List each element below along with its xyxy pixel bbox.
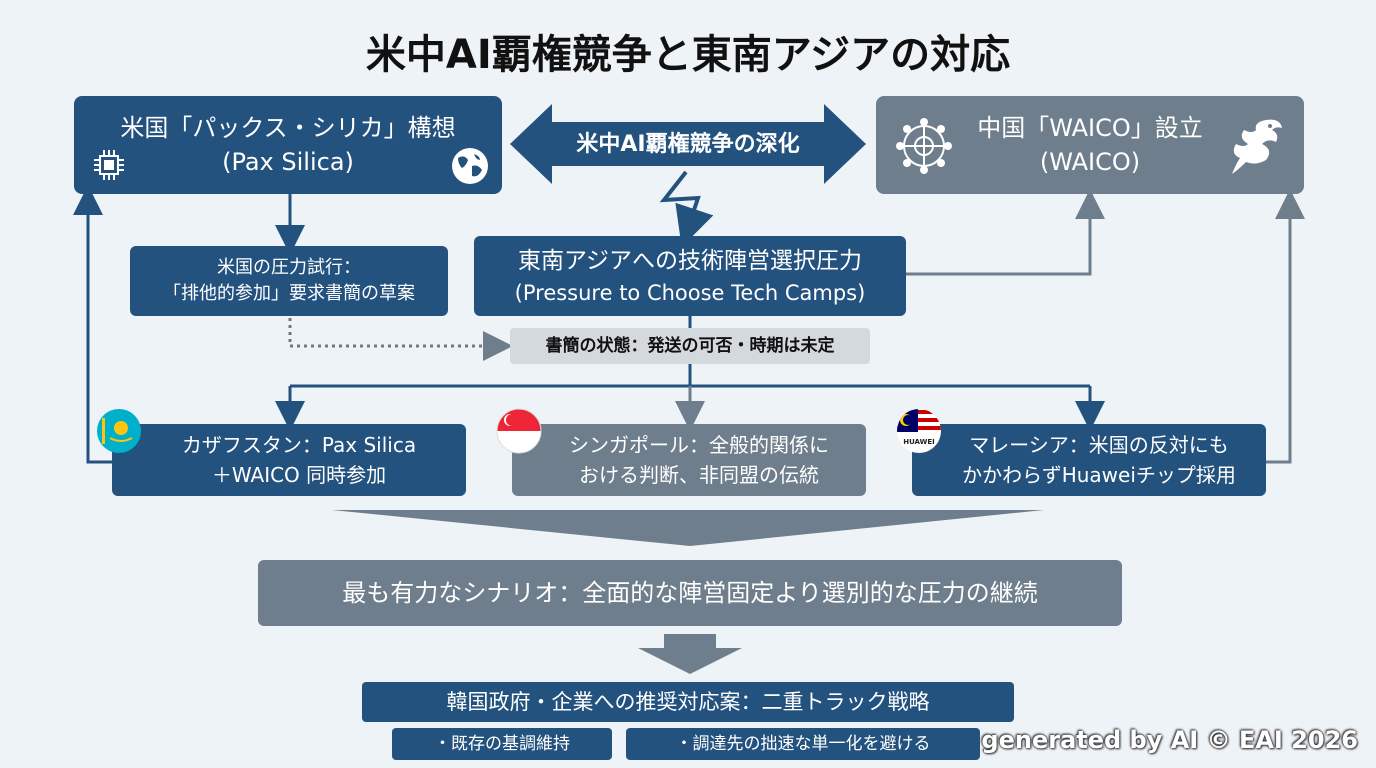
- korea-recommendation-box: 韓国政府・企業への推奨対応案：二重トラック戦略: [362, 682, 1014, 722]
- down-arrow: [638, 634, 742, 674]
- singapore-flag-icon: [496, 408, 542, 458]
- network-icon: [894, 116, 954, 180]
- letter-status-box: 書簡の状態：発送の可否・時期は未定: [510, 328, 870, 364]
- us-box-line1: 米国「パックス・シリカ」構想: [120, 114, 456, 142]
- letter-status-text: 書簡の状態：発送の可否・時期は未定: [545, 336, 835, 356]
- pressure-to-china-arrow: [906, 189, 1105, 276]
- singapore-line1: シンガポール：全般的関係に: [569, 433, 829, 457]
- page-title: 米中AI覇権競争と東南アジアの対応: [365, 32, 1011, 78]
- kazakhstan-flag-icon: [96, 408, 142, 458]
- kazakhstan-line1: カザフスタン：Pax Silica: [181, 433, 417, 457]
- dragon-icon: [1226, 114, 1288, 184]
- tech-camp-pressure-box: 東南アジアへの技術陣営選択圧力 (Pressure to Choose Tech…: [474, 236, 906, 316]
- us-pax-silica-box: 米国「パックス・シリカ」構想 (Pax Silica): [74, 96, 502, 194]
- lightning-arrow: [659, 170, 714, 247]
- singapore-line2: おける判断、非同盟の伝統: [579, 463, 819, 487]
- korea-item-diversify: ・調達先の拙速な単一化を避ける: [626, 728, 980, 760]
- china-box-line1: 中国「WAICO」設立: [977, 114, 1203, 142]
- malaysia-line1: マレーシア：米国の反対にも: [969, 433, 1229, 457]
- malaysia-to-china-arrow: [1266, 189, 1305, 464]
- malaysia-line2: かかわらずHuaweiチップ採用: [962, 463, 1236, 487]
- malaysia-box: マレーシア：米国の反対にも かかわらずHuaweiチップ採用: [912, 424, 1266, 496]
- huawei-badge: HUAWEI: [903, 438, 935, 446]
- watermark: generated by AI © EAI 2026: [981, 726, 1358, 754]
- us-pressure-trial-box: 米国の圧力試行： 「排他的参加」要求書簡の草案: [130, 246, 448, 316]
- funnel-arrow: [332, 510, 1044, 546]
- china-box-line2: (WAICO): [1039, 148, 1141, 176]
- korea-item-diversify-text: ・調達先の拙速な単一化を避ける: [675, 734, 931, 754]
- double-arrow: [510, 104, 866, 184]
- scenario-text: 最も有力なシナリオ：全面的な陣営固定より選別的な圧力の継続: [342, 579, 1038, 607]
- center-arrow-label: 米中AI覇権競争の深化: [576, 132, 800, 157]
- chip-icon: [92, 148, 126, 186]
- tech-camp-line2: (Pressure to Choose Tech Camps): [514, 281, 866, 305]
- korea-item-maintain: ・既存の基調維持: [392, 728, 612, 760]
- kazakhstan-line2: ＋WAICO 同時参加: [211, 463, 387, 487]
- scenario-box: 最も有力なシナリオ：全面的な陣営固定より選別的な圧力の継続: [258, 560, 1122, 626]
- singapore-box: シンガポール：全般的関係に おける判断、非同盟の伝統: [512, 424, 866, 496]
- malaysia-flag-icon: [896, 408, 942, 458]
- us-box-line2: (Pax Silica): [222, 148, 354, 176]
- pressure-trial-line1: 米国の圧力試行：: [217, 257, 361, 278]
- korea-item-maintain-text: ・既存の基調維持: [434, 734, 570, 754]
- pressure-trial-line2: 「排他的参加」要求書簡の草案: [163, 283, 415, 304]
- korea-recommendation-text: 韓国政府・企業への推奨対応案：二重トラック戦略: [446, 690, 930, 714]
- letter-dotted-arrow: [288, 318, 513, 361]
- tech-camp-line1: 東南アジアへの技術陣営選択圧力: [517, 248, 863, 274]
- globe-icon: [450, 146, 490, 190]
- kazakhstan-to-us-arrow: [73, 185, 112, 464]
- kazakhstan-box: カザフスタン：Pax Silica ＋WAICO 同時参加: [112, 424, 466, 496]
